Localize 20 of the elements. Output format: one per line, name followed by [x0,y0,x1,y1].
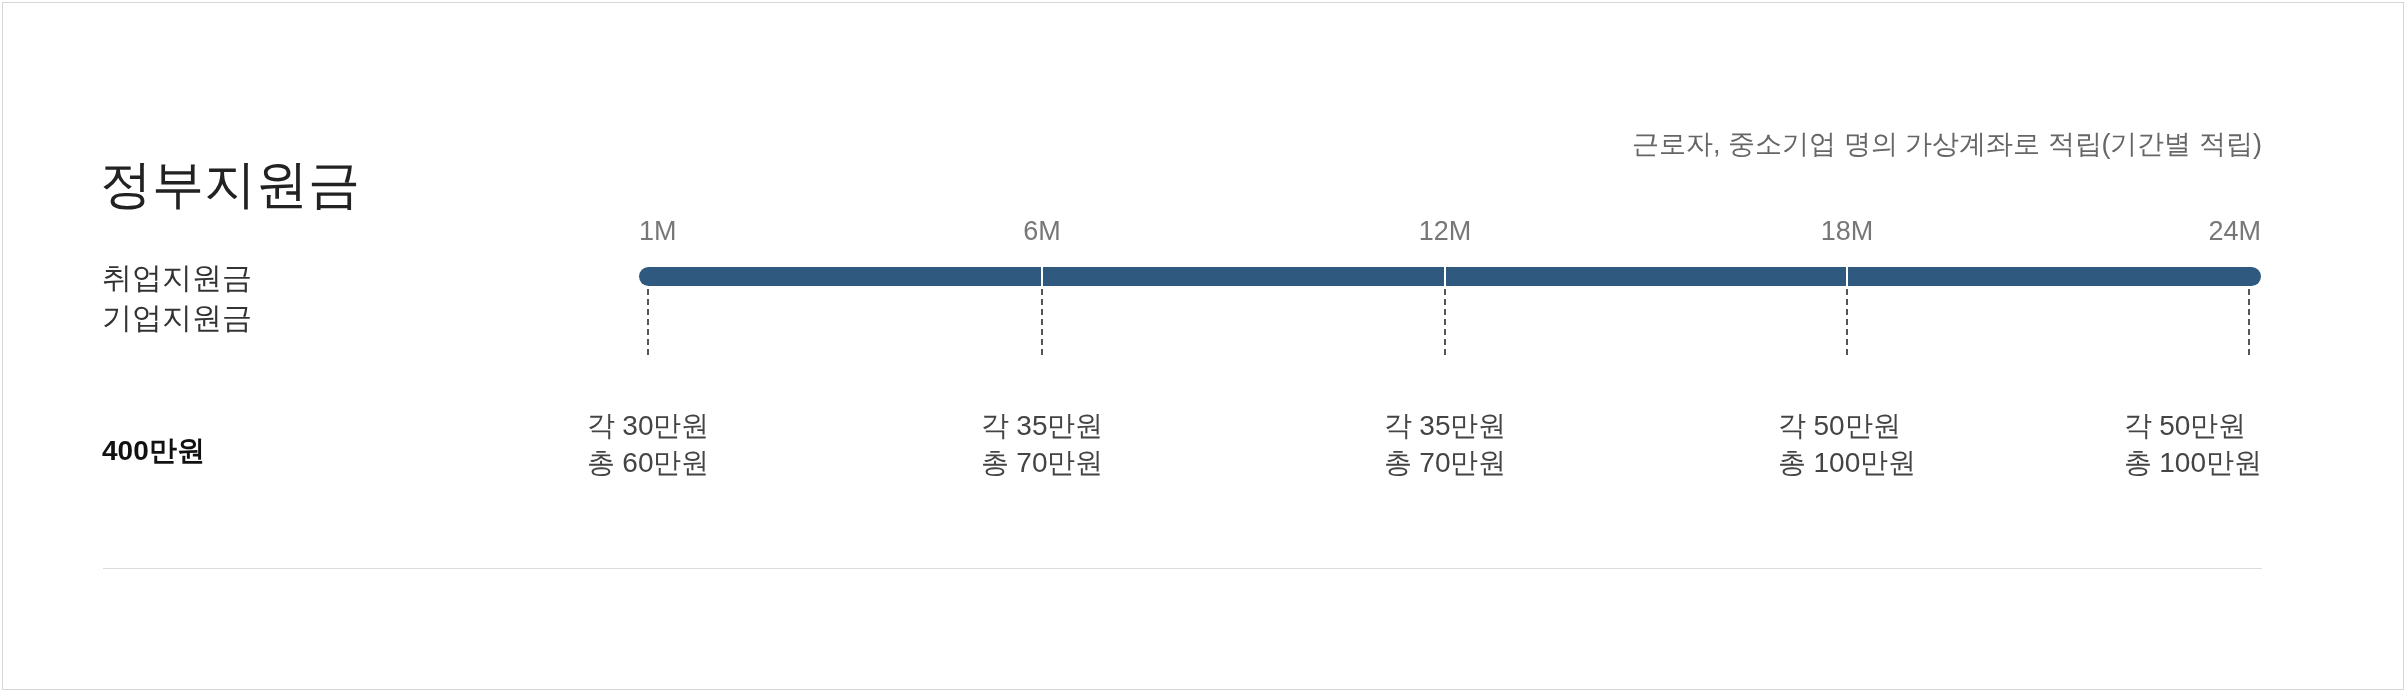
amount-text: 각 50만원 [2123,409,2247,443]
amount-text: 총 70만원 [1383,446,1507,480]
note-text: 근로자, 중소기업 명의 가상계좌로 적립(기간별 적립) [1632,129,2262,159]
category-label: 기업지원금 [102,300,252,336]
amount-text: 총 60만원 [586,446,710,480]
category-label: 취업지원금 [102,260,252,296]
amount-text: 각 30만원 [586,409,710,443]
tick-label: 6M [1023,216,1061,246]
title: 정부지원금 [100,158,360,210]
amount-text: 각 35만원 [1383,409,1507,443]
amount-text: 총 100만원 [1777,446,1917,480]
amount-text: 총 70만원 [980,446,1104,480]
amount-text: 각 35만원 [980,409,1104,443]
amount-text: 각 50만원 [1777,409,1901,443]
total-amount: 400만원 [102,435,205,466]
tick-label: 24M [2208,216,2261,246]
tick-label: 18M [1820,216,1874,246]
tick-label: 12M [1418,216,1472,246]
tick-label: 1M [639,216,677,246]
amount-text: 총 100만원 [2123,446,2262,480]
